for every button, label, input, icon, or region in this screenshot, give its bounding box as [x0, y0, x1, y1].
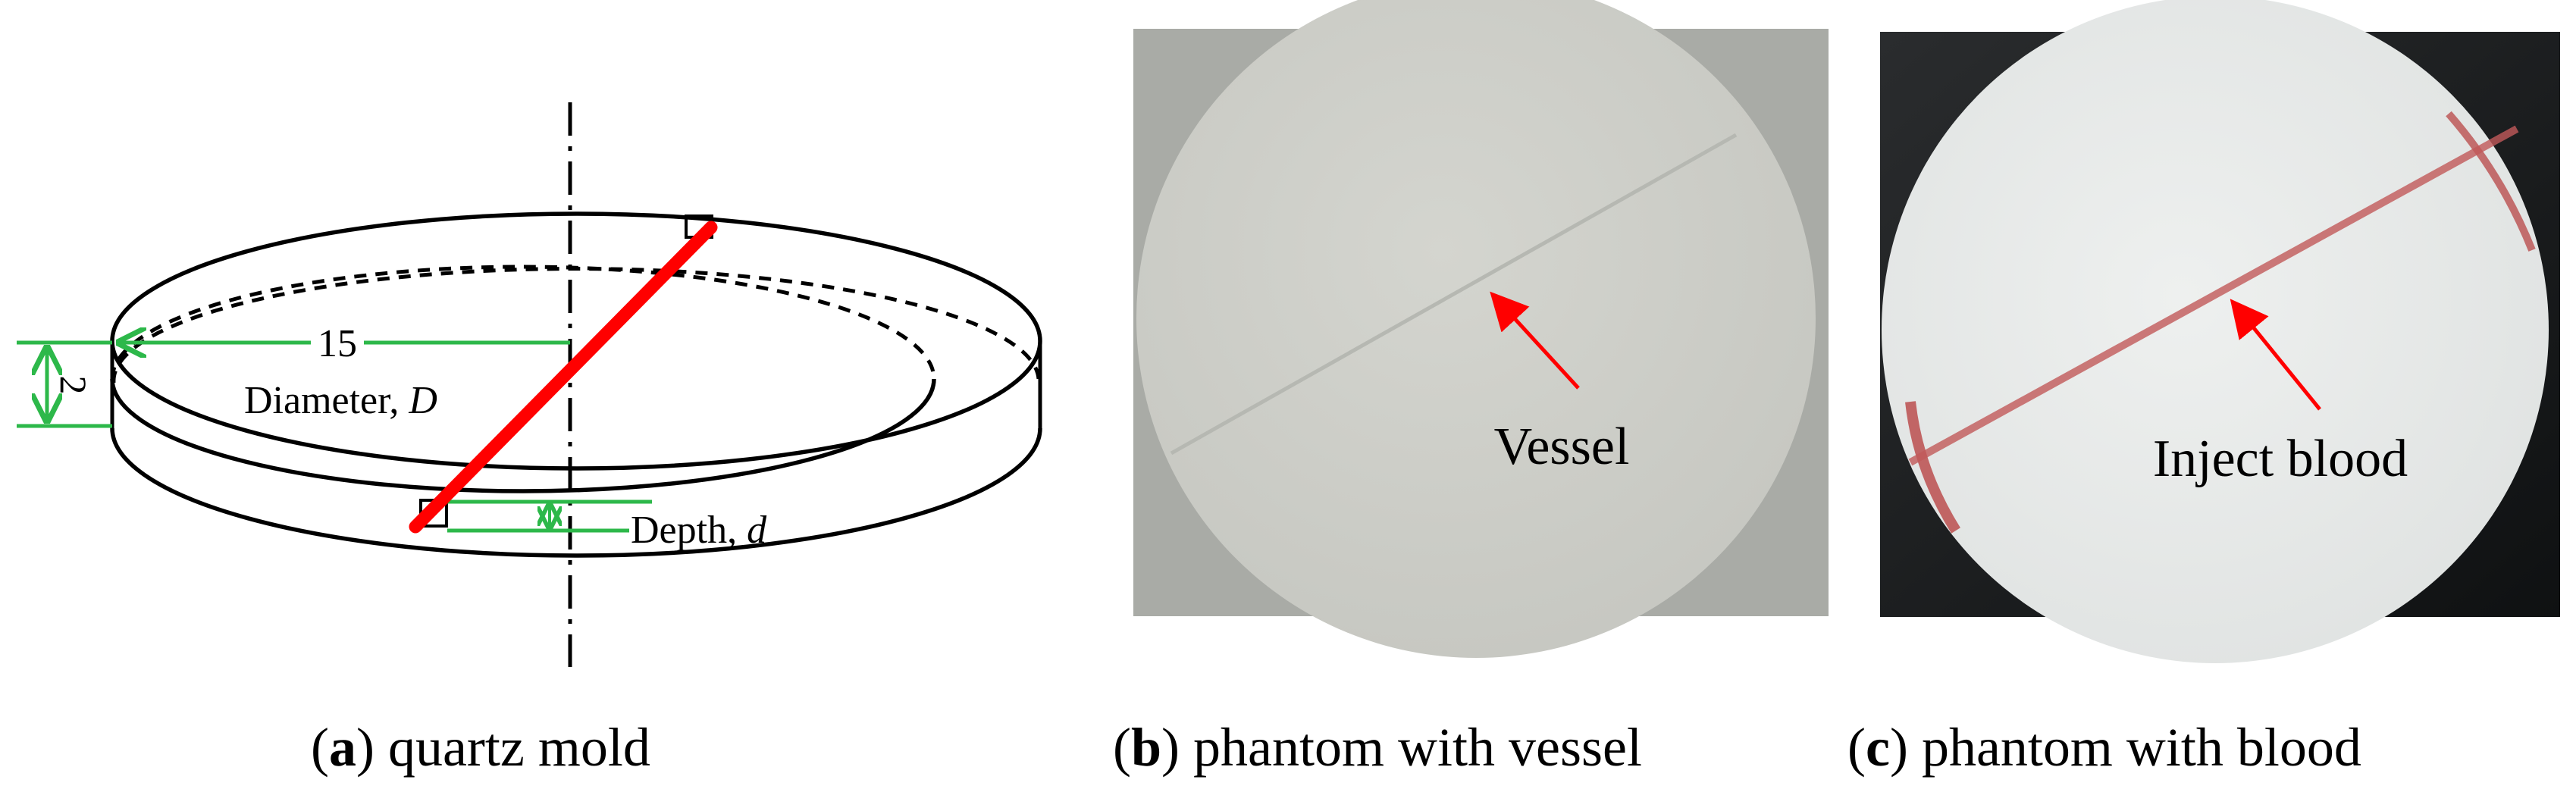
panel-a-diagram: 2 15 Diameter, D Depth, d [17, 102, 1042, 667]
vessel-annotation: Vessel [1494, 418, 1630, 476]
caption-c: (c) phantom with blood [1847, 717, 2361, 778]
panel-c-photo: Inject blood [1880, 0, 2560, 663]
mold-recess-dashed [111, 266, 1041, 384]
vessel-arrow [1490, 291, 1580, 390]
phantom-disc [1136, 0, 1816, 658]
mold-bottom-back-dashed [110, 265, 936, 380]
vessel-line [409, 221, 718, 534]
dim-2-label: 2 [52, 376, 95, 395]
blood-rim-right [2446, 111, 2536, 252]
mold-outer-bottom [110, 427, 1042, 558]
blood-vessel-line [1908, 125, 2519, 466]
panel-b-photo: Vessel [1133, 0, 1829, 658]
vessel-channel [1170, 133, 1738, 456]
blood-annotation: Inject blood [2153, 430, 2408, 488]
dim-15-label: 15 [318, 322, 357, 365]
depth-label: Depth, d [631, 509, 767, 552]
mold-bottom-front [110, 378, 936, 493]
caption-b: (b) phantom with vessel [1113, 717, 1642, 778]
diameter-label: Diameter, D [244, 379, 437, 422]
phantom-disc-blood [1882, 0, 2549, 663]
blood-rim-left [1905, 401, 1960, 534]
blood-arrow [2230, 299, 2321, 411]
caption-a: (a) quartz mold [311, 717, 650, 778]
